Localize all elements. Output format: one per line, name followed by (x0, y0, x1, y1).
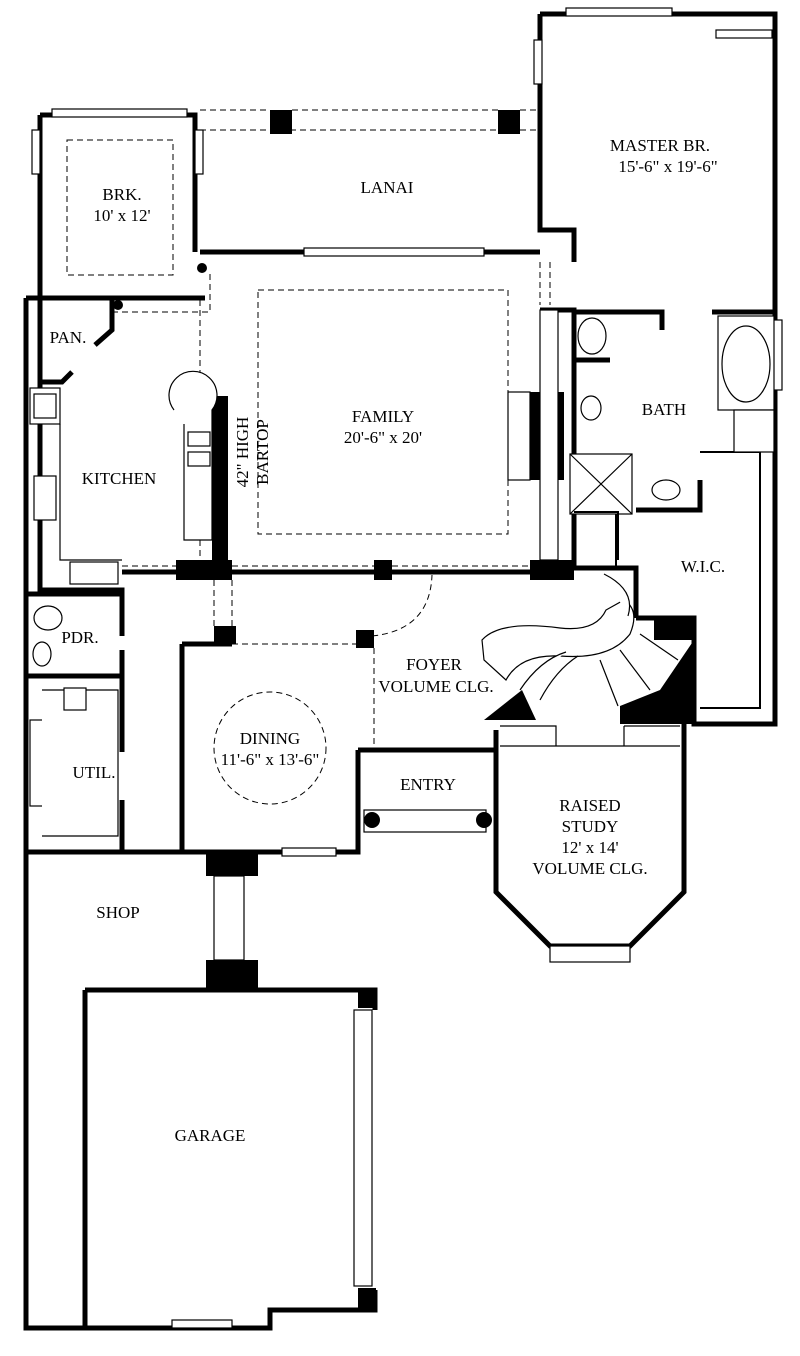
foyer-name: FOYER (406, 655, 462, 674)
entry-name: ENTRY (400, 775, 456, 794)
dining-name: DINING (240, 729, 300, 748)
door-markers (113, 263, 619, 828)
foyer-note: VOLUME CLG. (378, 677, 493, 696)
kitchen-name: KITCHEN (82, 469, 157, 488)
study-line1: RAISED (559, 796, 620, 815)
fixtures (29, 309, 775, 837)
windows (31, 7, 783, 1329)
wic-name: W.I.C. (681, 557, 725, 576)
brk-size: 10' x 12' (93, 206, 150, 225)
master-size: 15'-6" x 19'-6" (618, 157, 717, 176)
shop-name: SHOP (96, 903, 139, 922)
study-size: 12' x 14' (561, 838, 618, 857)
pan-name: PAN. (50, 328, 87, 347)
family-size: 20'-6" x 20' (344, 428, 422, 447)
brk-name: BRK. (102, 185, 141, 204)
structural-piers (176, 110, 694, 1310)
master-name: MASTER BR. (610, 136, 710, 155)
room-labels: MASTER BR. 15'-6" x 19'-6" LANAI BRK. 10… (50, 136, 725, 1145)
dining-size: 11'-6" x 13'-6" (221, 750, 320, 769)
family-name: FAMILY (352, 407, 414, 426)
study-line2: STUDY (562, 817, 619, 836)
bath-name: BATH (642, 400, 686, 419)
bartop-line1: 42" HIGH (233, 417, 252, 488)
lanai-name: LANAI (361, 178, 414, 197)
util-name: UTIL. (73, 763, 116, 782)
bartop-line2: BARTOP (253, 419, 272, 485)
pdr-name: PDR. (61, 628, 98, 647)
study-note: VOLUME CLG. (532, 859, 647, 878)
garage-name: GARAGE (175, 1126, 246, 1145)
